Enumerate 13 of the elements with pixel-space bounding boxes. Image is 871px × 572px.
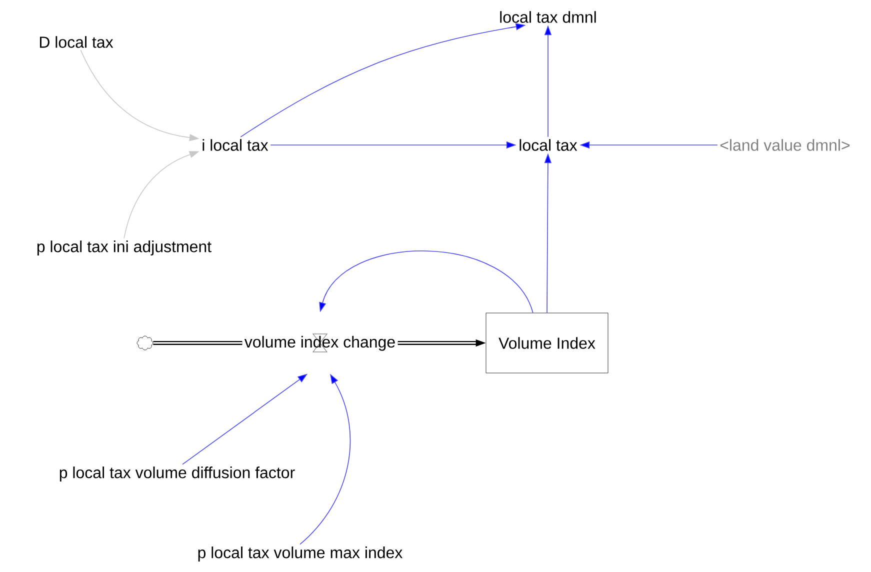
- variable-label: p local tax ini adjustment: [37, 240, 212, 256]
- arrow: [319, 250, 534, 314]
- cloud-symbol: [136, 336, 154, 350]
- flow-label: volume index change: [244, 336, 395, 351]
- variable-label: i local tax: [202, 139, 268, 151]
- variable-label: local tax dmnl: [500, 11, 596, 23]
- shadow-variable-label: <land value dmnl>: [720, 139, 850, 151]
- stock-box: Volume Index: [486, 312, 608, 374]
- flow-pipe: [153, 340, 242, 345]
- variable-label: D local tax: [40, 36, 114, 48]
- variable-label: p local tax volume max index: [198, 546, 402, 562]
- variable-label: p local tax volume diffusion factor: [60, 466, 295, 482]
- variable-label: local tax: [520, 139, 578, 151]
